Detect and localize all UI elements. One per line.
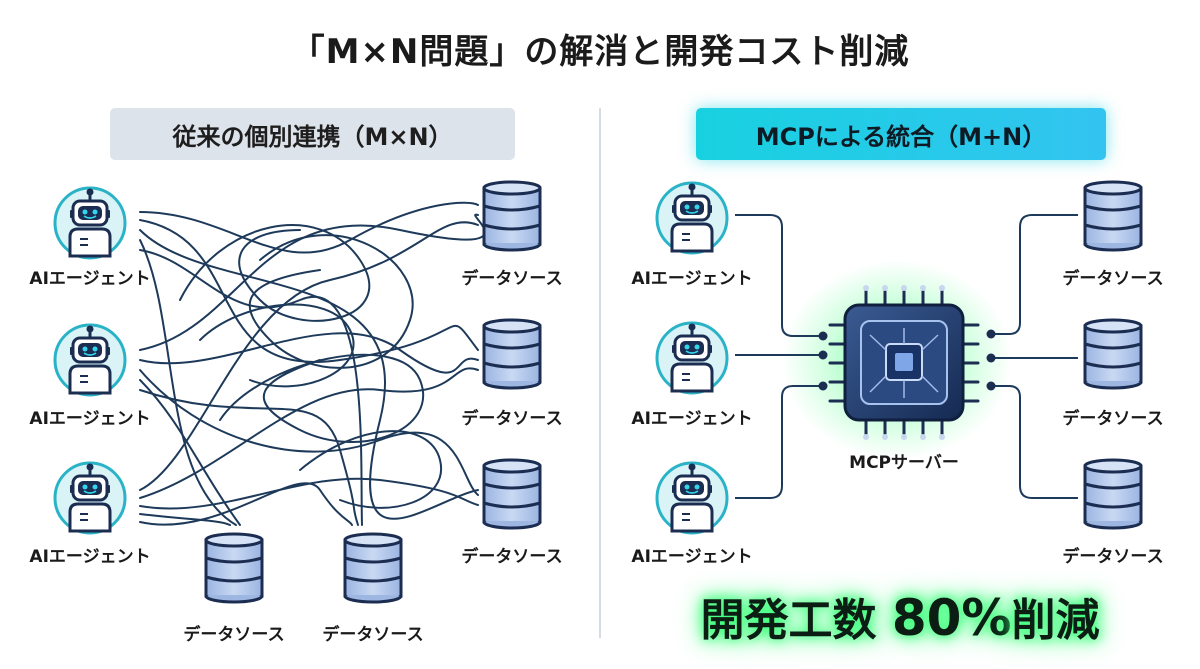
robot-icon	[655, 321, 729, 395]
robot-icon	[655, 461, 729, 535]
tangled-connections	[139, 201, 486, 526]
left-agent-label-1: AIエージェント	[29, 269, 151, 289]
database-icon	[1083, 180, 1143, 252]
right-agent-label-2: AIエージェント	[631, 409, 753, 429]
right-source-label-3: データソース	[1062, 547, 1164, 567]
right-agent-label-1: AIエージェント	[631, 269, 753, 289]
database-icon	[482, 180, 542, 252]
hub-connector-dots	[818, 329, 996, 391]
robot-icon	[53, 461, 127, 535]
bottom-source-label-2: データソース	[322, 625, 424, 645]
database-icon	[482, 318, 542, 390]
hub-connections	[735, 214, 1078, 499]
panel-divider	[599, 108, 601, 638]
reduction-suffix: 削減	[1011, 595, 1100, 646]
left-agent-label-2: AIエージェント	[29, 409, 151, 429]
bottom-source-label-1: データソース	[183, 625, 285, 645]
robot-icon	[655, 181, 729, 255]
mcp-server-label: MCPサーバー	[849, 453, 959, 473]
database-icon	[1083, 318, 1143, 390]
page-title: 「M×N問題」の解消と開発コスト削減	[290, 32, 910, 72]
right-source-label-2: データソース	[1062, 409, 1164, 429]
database-icon	[1083, 458, 1143, 530]
database-icon	[482, 458, 542, 530]
right-source-label-1: データソース	[1062, 269, 1164, 289]
database-icon	[204, 532, 264, 604]
left-source-label-1: データソース	[461, 269, 563, 289]
reduction-value: 80%	[891, 589, 1012, 647]
right-panel-heading: MCPによる統合（M+N）	[696, 108, 1106, 160]
cost-reduction-callout: 開発工数 80%削減	[700, 584, 1100, 648]
left-panel-heading: 従来の個別連携（M×N）	[110, 108, 515, 160]
left-agent-1	[53, 186, 127, 260]
robot-icon	[53, 323, 127, 397]
left-agent-3	[53, 461, 127, 535]
reduction-prefix: 開発工数	[700, 595, 877, 646]
robot-icon	[53, 186, 127, 260]
left-agent-label-3: AIエージェント	[29, 547, 151, 567]
left-agent-2	[53, 323, 127, 397]
left-source-label-2: データソース	[461, 409, 563, 429]
left-source-label-3: データソース	[461, 547, 563, 567]
chip-icon	[828, 285, 980, 440]
right-agent-label-3: AIエージェント	[631, 547, 753, 567]
database-icon	[343, 532, 403, 604]
